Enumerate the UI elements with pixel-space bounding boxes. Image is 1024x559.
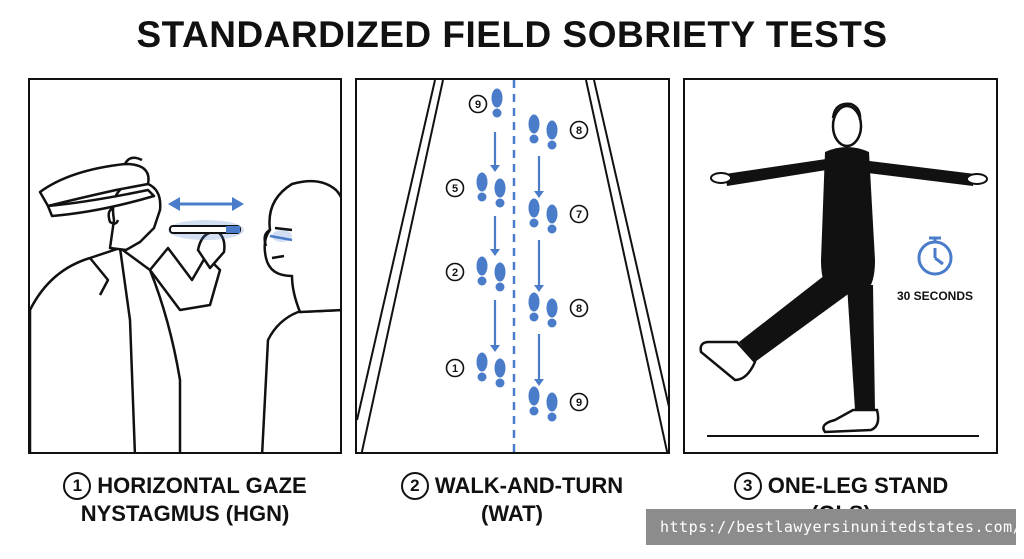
down-arrow-icon [490, 300, 500, 352]
footprint-icon [528, 386, 540, 416]
stopwatch-icon [917, 236, 953, 276]
footprint-icon [494, 358, 506, 388]
footprint-icon [476, 172, 488, 202]
down-arrow-icon [490, 216, 500, 256]
officer-figure [30, 156, 226, 452]
step-number-badge: 9 [569, 392, 589, 412]
step-number-badge: 8 [569, 120, 589, 140]
step-number-badge: 1 [445, 358, 465, 378]
page-title: STANDARDIZED FIELD SOBRIETY TESTS [136, 14, 888, 55]
step-number-badge: 7 [569, 204, 589, 224]
panel-wat: 9 5 2 1 8 7 8 9 [355, 78, 670, 454]
caption-line1: ONE-LEG STAND [767, 473, 949, 498]
ols-illustration [699, 102, 988, 437]
svg-text:9: 9 [475, 99, 481, 111]
test-number-badge: 3 [733, 472, 762, 500]
svg-text:9: 9 [576, 397, 582, 409]
footprint-icon [494, 178, 506, 208]
panel-ols: 30 SECONDS [683, 78, 998, 454]
footprint-icon [546, 120, 558, 150]
footprint-icon [546, 392, 558, 422]
footprint-icon [528, 198, 540, 228]
footprint-icon [546, 298, 558, 328]
test-number-badge: 2 [400, 472, 429, 500]
svg-text:8: 8 [576, 125, 582, 137]
down-arrow-icon [490, 132, 500, 172]
svg-text:5: 5 [452, 183, 458, 195]
footprint-icon [546, 204, 558, 234]
footprint-icon [476, 352, 488, 382]
down-arrow-icon [534, 334, 544, 386]
down-arrow-icon [534, 240, 544, 292]
footprint-icon [494, 262, 506, 292]
footprint-icon [476, 256, 488, 286]
caption-line2: (WAT) [481, 501, 543, 526]
hgn-illustration [30, 156, 340, 452]
panel-hgn [28, 78, 342, 454]
step-number-badge: 5 [445, 178, 465, 198]
subject-eye [269, 230, 293, 242]
road-edges [357, 80, 668, 452]
svg-text:7: 7 [576, 209, 582, 221]
step-number-badge: 8 [569, 298, 589, 318]
svg-text:1: 1 [452, 363, 458, 375]
footprint-steps: 9 5 2 1 8 7 8 9 [445, 88, 589, 422]
double-arrow-icon [168, 197, 244, 211]
footprint-icon [528, 292, 540, 322]
test-number-badge: 1 [63, 472, 92, 500]
subject-head [260, 179, 340, 452]
step-number-badge: 9 [468, 94, 488, 114]
timer-label: 30 SECONDS [896, 289, 974, 303]
footprint-icon [528, 114, 540, 144]
caption-line1: WALK-AND-TURN [434, 473, 624, 498]
down-arrow-icon [534, 156, 544, 198]
caption-line2: NYSTAGMUS (HGN) [80, 501, 290, 526]
wat-illustration: 9 5 2 1 8 7 8 9 [357, 80, 668, 452]
footprint-icon [491, 88, 503, 118]
svg-text:8: 8 [576, 303, 582, 315]
penlight-icon [168, 220, 244, 240]
watermark-url: https://bestlawyersinunitedstates.com/ [646, 509, 1022, 545]
standing-figure [699, 102, 988, 434]
svg-text:2: 2 [452, 267, 458, 279]
caption-line1: HORIZONTAL GAZE [97, 473, 307, 498]
step-number-badge: 2 [445, 262, 465, 282]
